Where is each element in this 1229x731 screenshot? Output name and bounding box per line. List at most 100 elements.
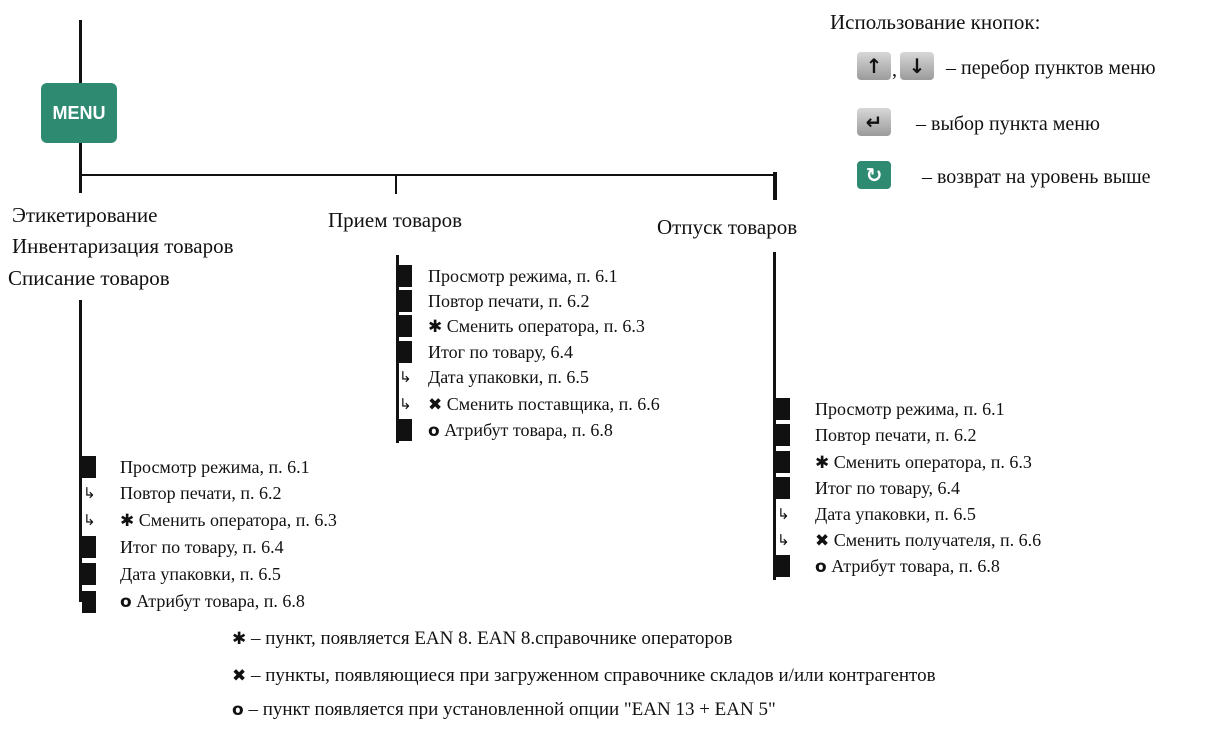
item-marker	[82, 456, 96, 478]
buttons-help-title: Использование кнопок:	[830, 10, 1041, 34]
item-marker	[776, 477, 790, 499]
legend-item-asterisk: ✱ – пункт, появляется EAN 8. EAN 8.справ…	[232, 627, 732, 651]
item-label: Повтор печати, п. 6.2	[815, 425, 977, 445]
branch-arrow-icon: ↳	[399, 395, 412, 413]
list-item[interactable]: o Атрибут товара, п. 6.8	[428, 419, 613, 443]
item-marker	[398, 265, 412, 287]
item-label: Просмотр режима, п. 6.1	[815, 399, 1005, 419]
cross-icon: ✖	[232, 666, 247, 686]
item-marker	[776, 424, 790, 446]
list-item[interactable]: o Атрибут товара, п. 6.8	[815, 555, 1000, 579]
circle-icon: o	[428, 421, 440, 441]
item-label: Сменить получателя, п. 6.6	[833, 530, 1042, 550]
item-label: Просмотр режима, п. 6.1	[428, 266, 618, 286]
item-label: Итог по товару, п. 6.4	[120, 537, 284, 557]
asterisk-icon: ✱	[815, 453, 830, 473]
item-marker	[82, 563, 96, 585]
item-marker	[398, 315, 412, 337]
list-item[interactable]: Дата упаковки, п. 6.5	[815, 503, 976, 527]
buttons-help-comma: ,	[892, 59, 897, 81]
item-label: Дата упаковки, п. 6.5	[815, 504, 976, 524]
legend-item-cross: ✖ – пункты, появляющиеся при загруженном…	[232, 664, 936, 688]
list-item[interactable]: ✖ Сменить получателя, п. 6.6	[815, 529, 1041, 553]
legend-text: – пункт появляется при установленной опц…	[248, 699, 776, 720]
item-label: Атрибут товара, п. 6.8	[136, 591, 305, 611]
branch-left-title-3: Списание товаров	[8, 266, 170, 290]
cross-icon: ✖	[428, 395, 443, 415]
trunk-line-bottom	[79, 143, 82, 193]
item-label: Дата упаковки, п. 6.5	[428, 367, 589, 387]
refresh-icon: ↻	[857, 161, 891, 189]
menu-button[interactable]: MENU	[41, 83, 117, 143]
list-item[interactable]: Просмотр режима, п. 6.1	[428, 265, 618, 289]
branch-left-title-2: Инвентаризация товаров	[12, 234, 234, 258]
item-marker	[776, 451, 790, 473]
branch-middle-line	[395, 174, 397, 194]
arrow-down-icon: ↓	[900, 52, 934, 80]
item-label: Итог по товару, 6.4	[428, 342, 573, 362]
list-item[interactable]: Просмотр режима, п. 6.1	[120, 456, 310, 480]
item-label: Сменить поставщика, п. 6.6	[446, 394, 660, 414]
asterisk-icon: ✱	[120, 511, 135, 531]
list-item[interactable]: Итог по товару, п. 6.4	[120, 536, 284, 560]
buttons-help-select-text: – выбор пункта меню	[916, 113, 1100, 135]
item-label: Повтор печати, п. 6.2	[120, 483, 282, 503]
list-item[interactable]: Итог по товару, 6.4	[815, 477, 960, 501]
middle-list-line	[396, 255, 399, 443]
buttons-help-browse-text: – перебор пунктов меню	[946, 57, 1156, 79]
item-marker	[82, 591, 96, 613]
legend-text: – пункты, появляющиеся при загруженном с…	[251, 665, 936, 686]
list-item[interactable]: Повтор печати, п. 6.2	[120, 482, 282, 506]
list-item[interactable]: ✖ Сменить поставщика, п. 6.6	[428, 393, 660, 417]
circle-icon: o	[232, 700, 244, 720]
branch-arrow-icon: ↳	[399, 368, 412, 386]
arrow-up-icon: ↑	[857, 52, 891, 80]
left-list-line	[79, 300, 82, 602]
item-label: Сменить оператора, п. 6.3	[446, 316, 645, 336]
branch-connector	[79, 174, 776, 176]
branch-right-title: Отпуск товаров	[657, 215, 798, 239]
list-item[interactable]: ✱ Сменить оператора, п. 6.3	[120, 509, 337, 533]
item-label: Повтор печати, п. 6.2	[428, 291, 590, 311]
list-item[interactable]: Дата упаковки, п. 6.5	[428, 366, 589, 390]
item-marker	[398, 419, 412, 441]
branch-arrow-icon: ↳	[83, 484, 96, 502]
item-label: Дата упаковки, п. 6.5	[120, 564, 281, 584]
trunk-line-top	[79, 20, 82, 83]
branch-right-line	[773, 172, 777, 200]
legend-item-circle: o – пункт появляется при установленной о…	[232, 698, 776, 722]
branch-arrow-icon: ↳	[777, 505, 790, 523]
item-label: Сменить оператора, п. 6.3	[138, 510, 337, 530]
circle-icon: o	[815, 557, 827, 577]
item-marker	[776, 555, 790, 577]
list-item[interactable]: Итог по товару, 6.4	[428, 341, 573, 365]
buttons-help-back-text: – возврат на уровень выше	[922, 166, 1151, 188]
item-marker	[82, 536, 96, 558]
branch-arrow-icon: ↳	[777, 531, 790, 549]
asterisk-icon: ✱	[428, 317, 443, 337]
item-label: Просмотр режима, п. 6.1	[120, 457, 310, 477]
branch-middle-title: Прием товаров	[328, 208, 463, 232]
item-label: Атрибут товара, п. 6.8	[831, 556, 1000, 576]
cross-icon: ✖	[815, 531, 830, 551]
branch-arrow-icon: ↳	[83, 511, 96, 529]
item-marker	[776, 398, 790, 420]
list-item[interactable]: ✱ Сменить оператора, п. 6.3	[428, 315, 645, 339]
list-item[interactable]: Просмотр режима, п. 6.1	[815, 398, 1005, 422]
item-label: Атрибут товара, п. 6.8	[444, 420, 613, 440]
list-item[interactable]: Повтор печати, п. 6.2	[428, 290, 590, 314]
item-label: Итог по товару, 6.4	[815, 478, 960, 498]
legend-text: – пункт, появляется EAN 8. EAN 8.справоч…	[251, 628, 733, 649]
list-item[interactable]: o Атрибут товара, п. 6.8	[120, 590, 305, 614]
item-marker	[398, 341, 412, 363]
item-label: Сменить оператора, п. 6.3	[833, 452, 1032, 472]
right-list-line	[773, 252, 776, 580]
circle-icon: o	[120, 592, 132, 612]
enter-icon: ↵	[857, 108, 891, 136]
item-marker	[398, 290, 412, 312]
branch-left-title-1: Этикетирование	[12, 203, 158, 227]
asterisk-icon: ✱	[232, 629, 247, 649]
list-item[interactable]: Дата упаковки, п. 6.5	[120, 563, 281, 587]
list-item[interactable]: Повтор печати, п. 6.2	[815, 424, 977, 448]
list-item[interactable]: ✱ Сменить оператора, п. 6.3	[815, 451, 1032, 475]
